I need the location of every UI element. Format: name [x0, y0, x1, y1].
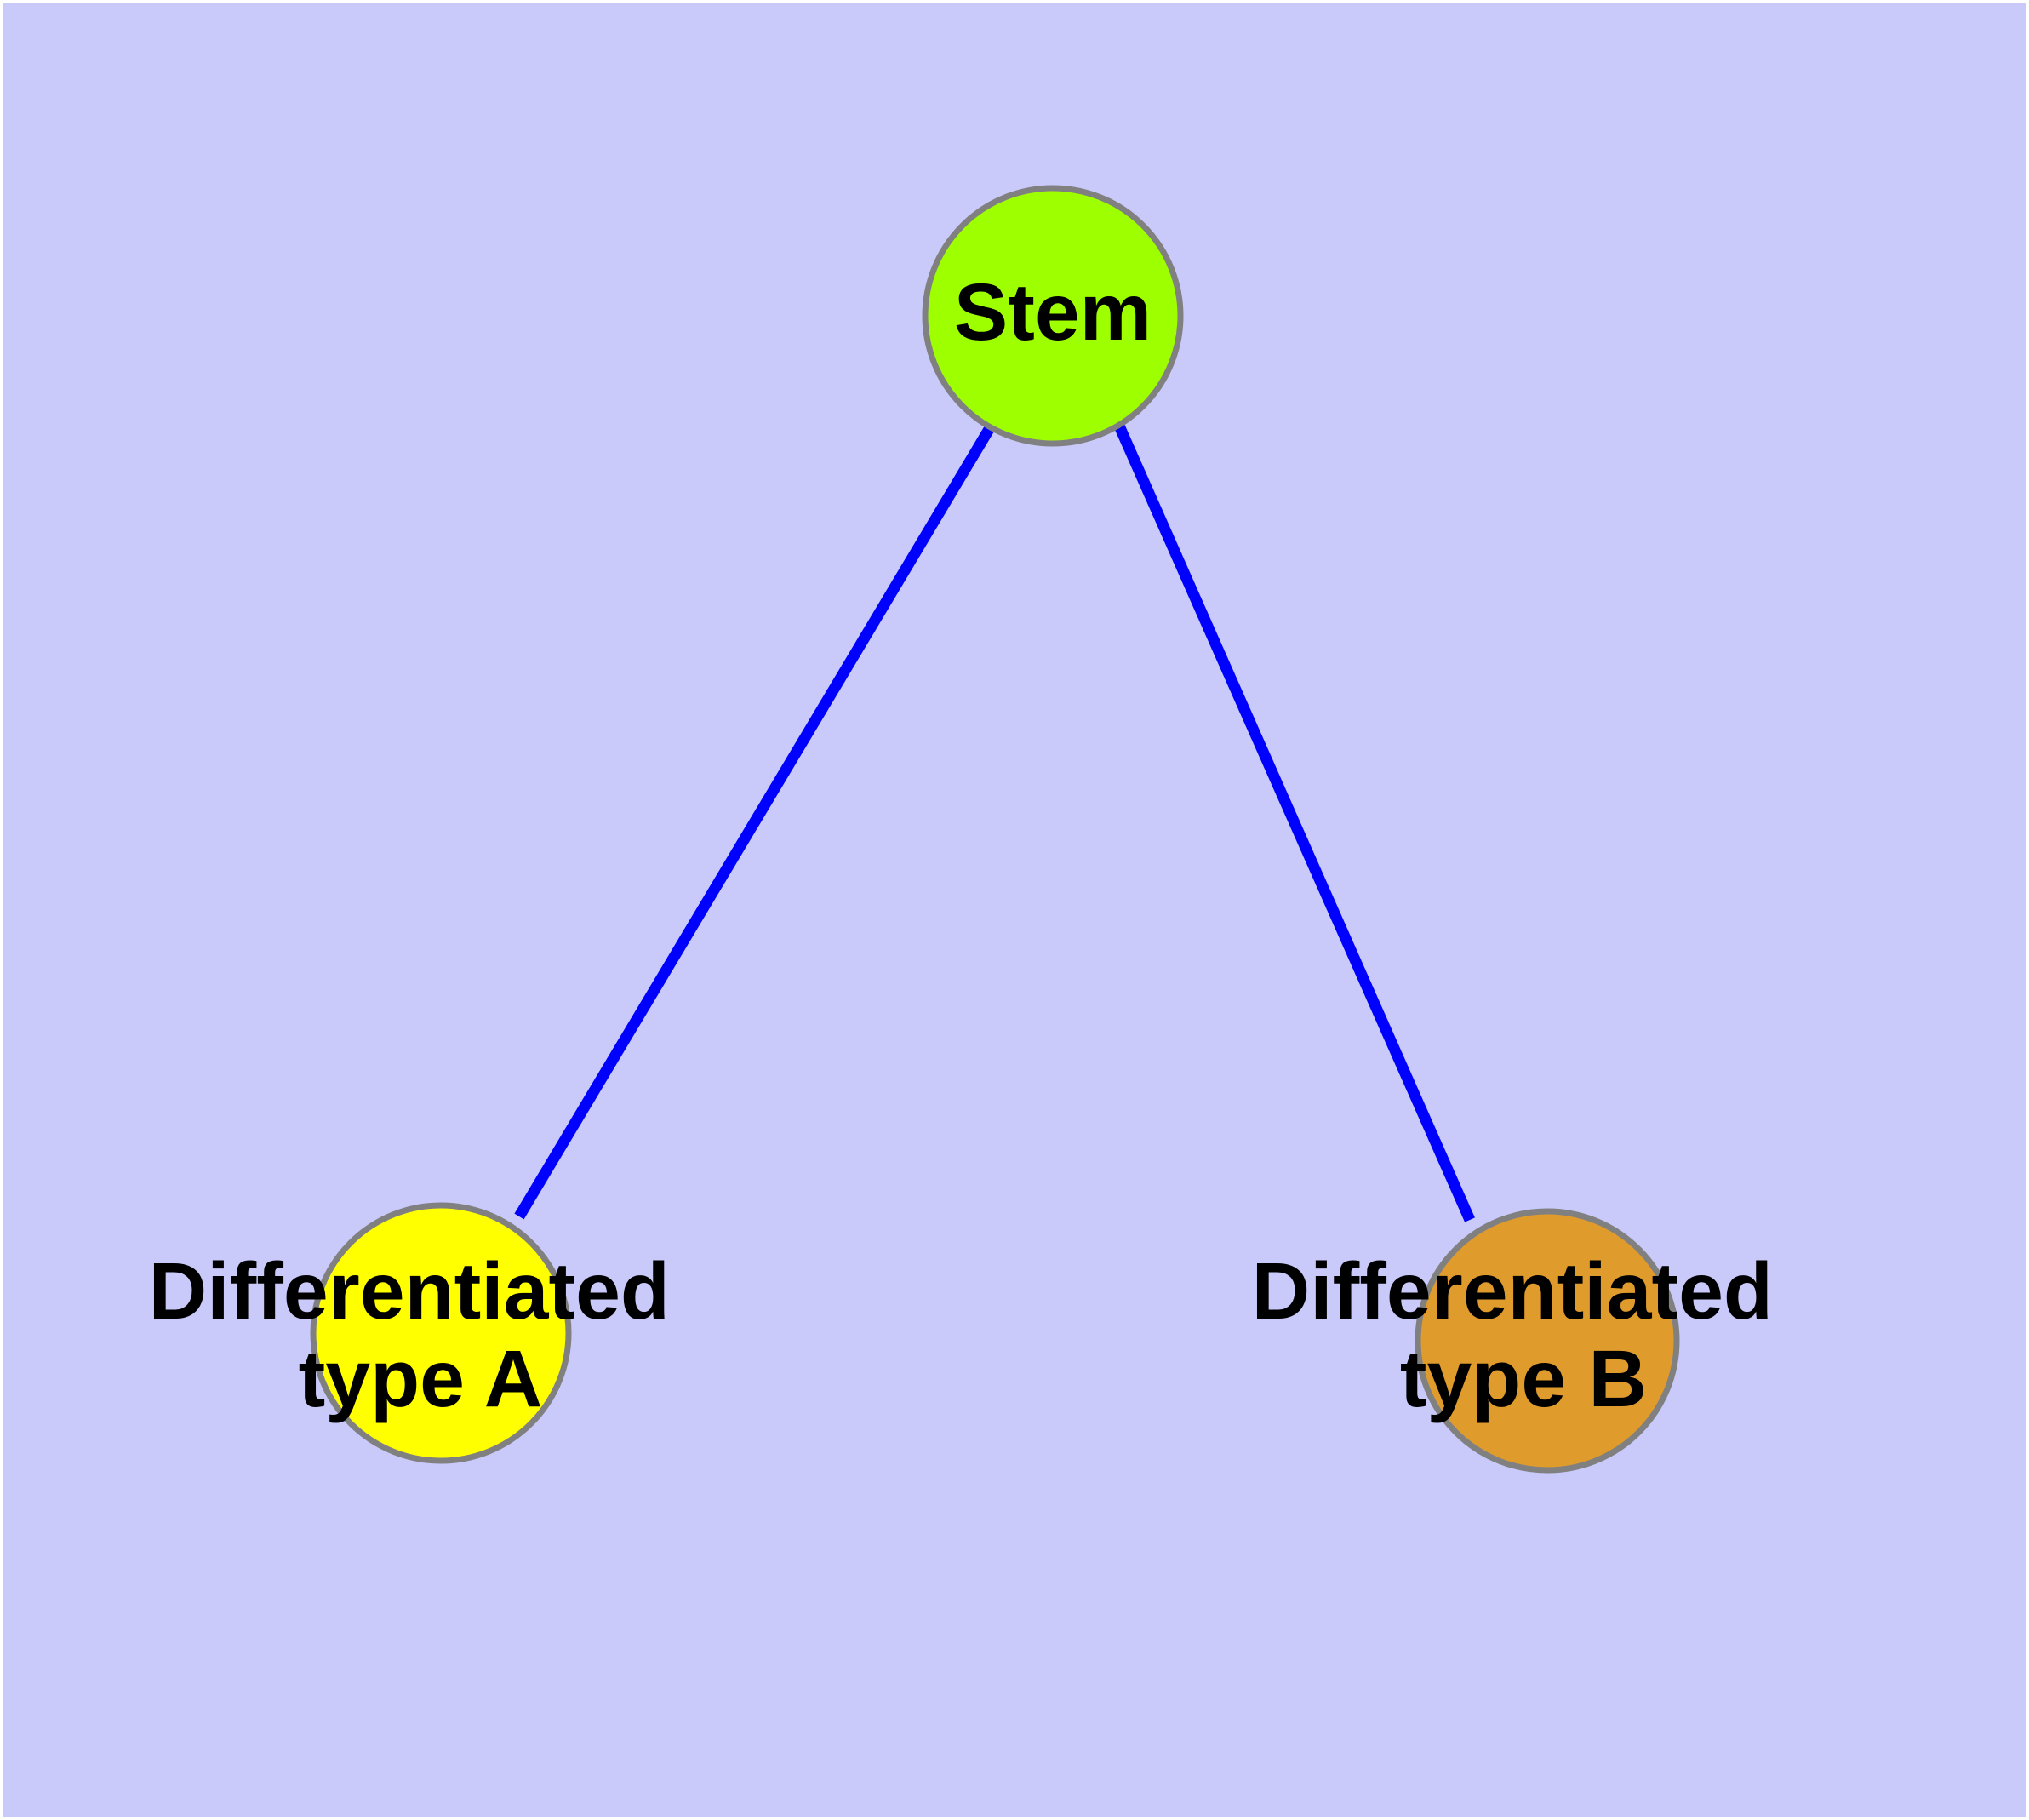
- node-differentiated-type-b-label: Differentiated type B: [1252, 1246, 1796, 1424]
- node-differentiated-type-b-circle[interactable]: [1415, 1208, 1680, 1474]
- node-stem-label-line1: Stem: [954, 267, 1152, 358]
- node-differentiated-type-a-circle[interactable]: [310, 1202, 572, 1464]
- edges-group: [514, 421, 1475, 1222]
- edge-stem-to-differentiated-type-a[interactable]: [514, 423, 996, 1220]
- nodes-group: [310, 185, 1680, 1474]
- node-stem-label: Stem: [954, 267, 1152, 358]
- node-differentiated-type-a-label-line1: Differentiated: [149, 1246, 670, 1336]
- diagram-plot-area: Stem Differentiated type A Differentiate…: [3, 3, 2026, 1817]
- labels-group: Stem Differentiated type A Differentiate…: [149, 267, 1796, 1424]
- node-differentiated-type-a-label: Differentiated type A: [149, 1246, 693, 1424]
- node-stem-circle[interactable]: [922, 185, 1184, 447]
- node-differentiated-type-a-label-line2: type A: [299, 1334, 543, 1424]
- node-differentiated-type-b-label-line1: Differentiated: [1252, 1246, 1773, 1336]
- graph-svg: Stem Differentiated type A Differentiate…: [149, 185, 1796, 1474]
- edge-stem-to-differentiated-type-b[interactable]: [1113, 421, 1475, 1222]
- node-differentiated-type-b-label-line2: type B: [1400, 1334, 1647, 1424]
